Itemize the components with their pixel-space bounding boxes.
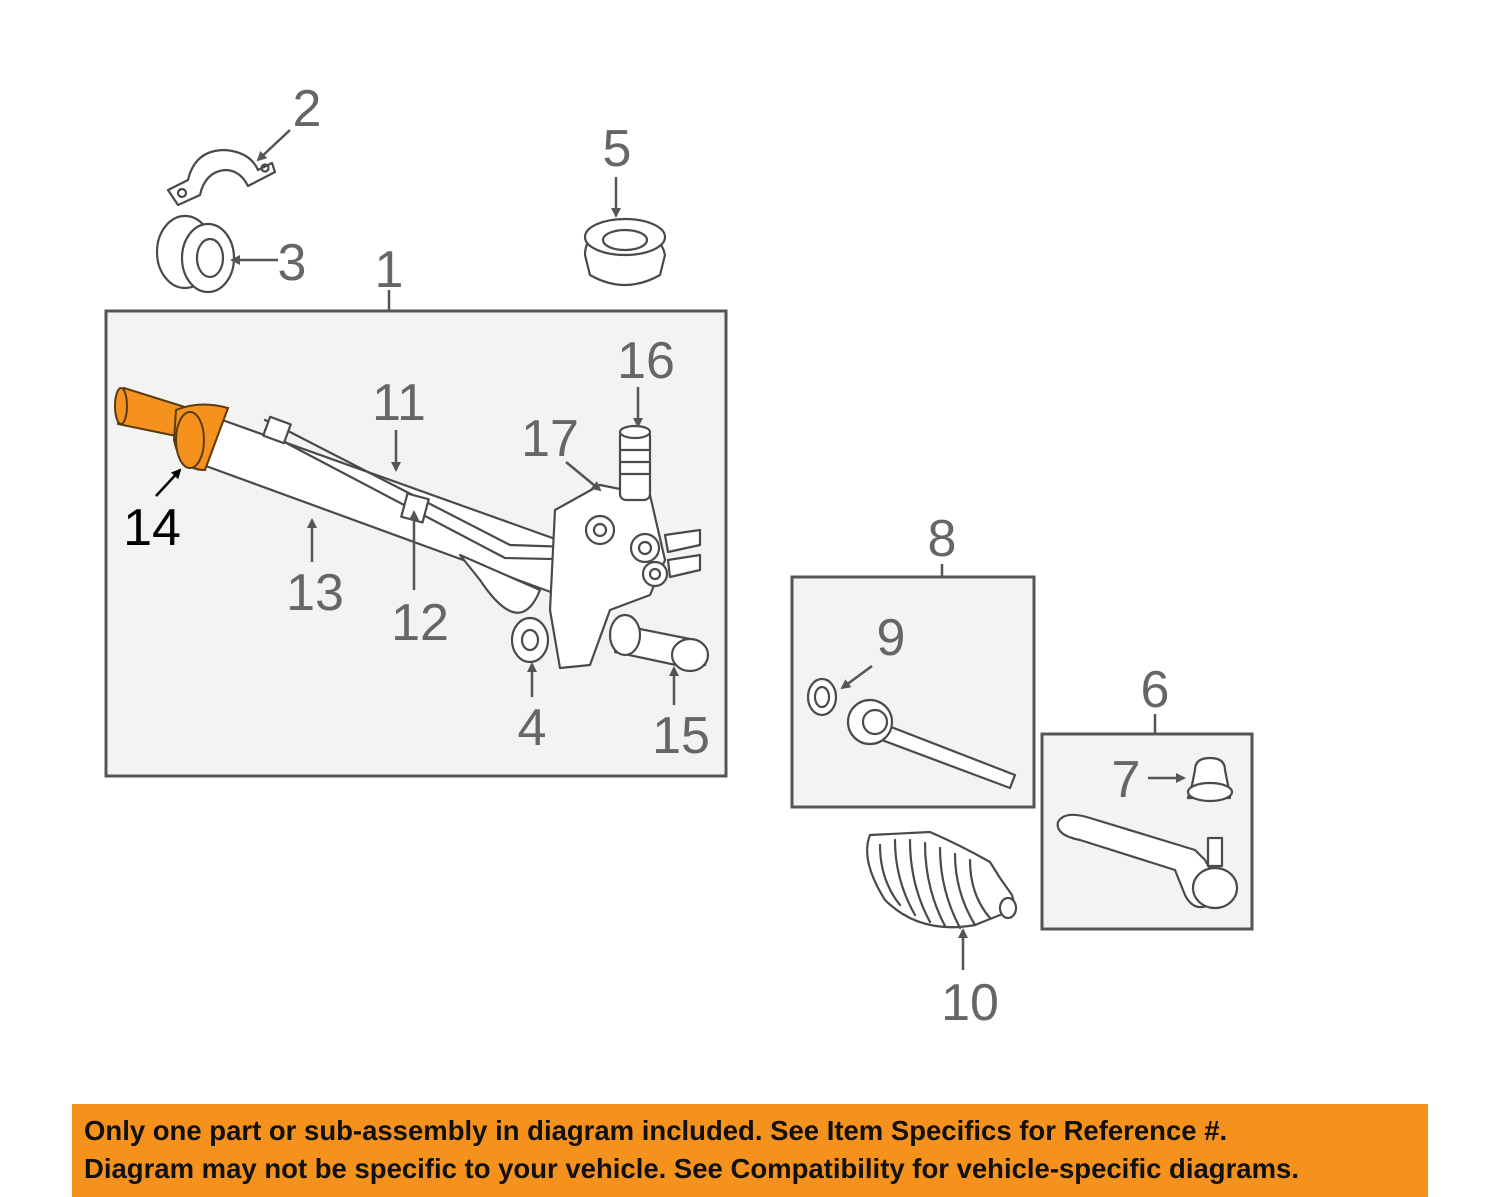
pinion-shaft-part	[618, 424, 652, 502]
outer-tie-rod-end-part	[1056, 813, 1239, 910]
callout-12: 12	[391, 594, 449, 652]
callout-4: 4	[518, 699, 547, 757]
callout-8: 8	[928, 510, 957, 568]
arrow-17	[565, 461, 602, 492]
seal-boot-part	[583, 217, 667, 286]
ball-joint-boot-part	[1186, 756, 1234, 803]
callout-13: 13	[286, 564, 344, 622]
o-ring-part	[806, 677, 838, 717]
bushing-part	[155, 214, 236, 294]
arrow-2	[256, 129, 291, 162]
callout-9: 9	[877, 609, 906, 667]
callout-11: 11	[372, 374, 426, 432]
disclaimer-line-2: Diagram may not be specific to your vehi…	[84, 1153, 1299, 1184]
mounting-clamp-part	[166, 148, 277, 207]
arrow-14	[155, 468, 182, 497]
callout-16: 16	[617, 332, 675, 390]
callout-7: 7	[1112, 751, 1141, 809]
callout-15: 15	[652, 707, 710, 765]
callout-3: 3	[278, 234, 307, 292]
disclaimer-line-1: Only one part or sub-assembly in diagram…	[84, 1115, 1228, 1146]
callout-10: 10	[941, 974, 999, 1032]
callout-14: 14	[123, 499, 181, 557]
callout-1: 1	[375, 241, 404, 299]
highlighted-part-14	[114, 386, 230, 472]
arrow-9	[840, 664, 873, 690]
disclaimer-banner: Only one part or sub-assembly in diagram…	[72, 1104, 1428, 1197]
callout-5: 5	[603, 120, 632, 178]
inner-tie-rod-part	[846, 698, 1017, 790]
callout-17: 17	[521, 410, 579, 468]
rack-end-part	[608, 613, 710, 673]
callout-6: 6	[1141, 661, 1170, 719]
callout-2: 2	[293, 80, 322, 138]
dust-boot-part	[866, 830, 1018, 930]
